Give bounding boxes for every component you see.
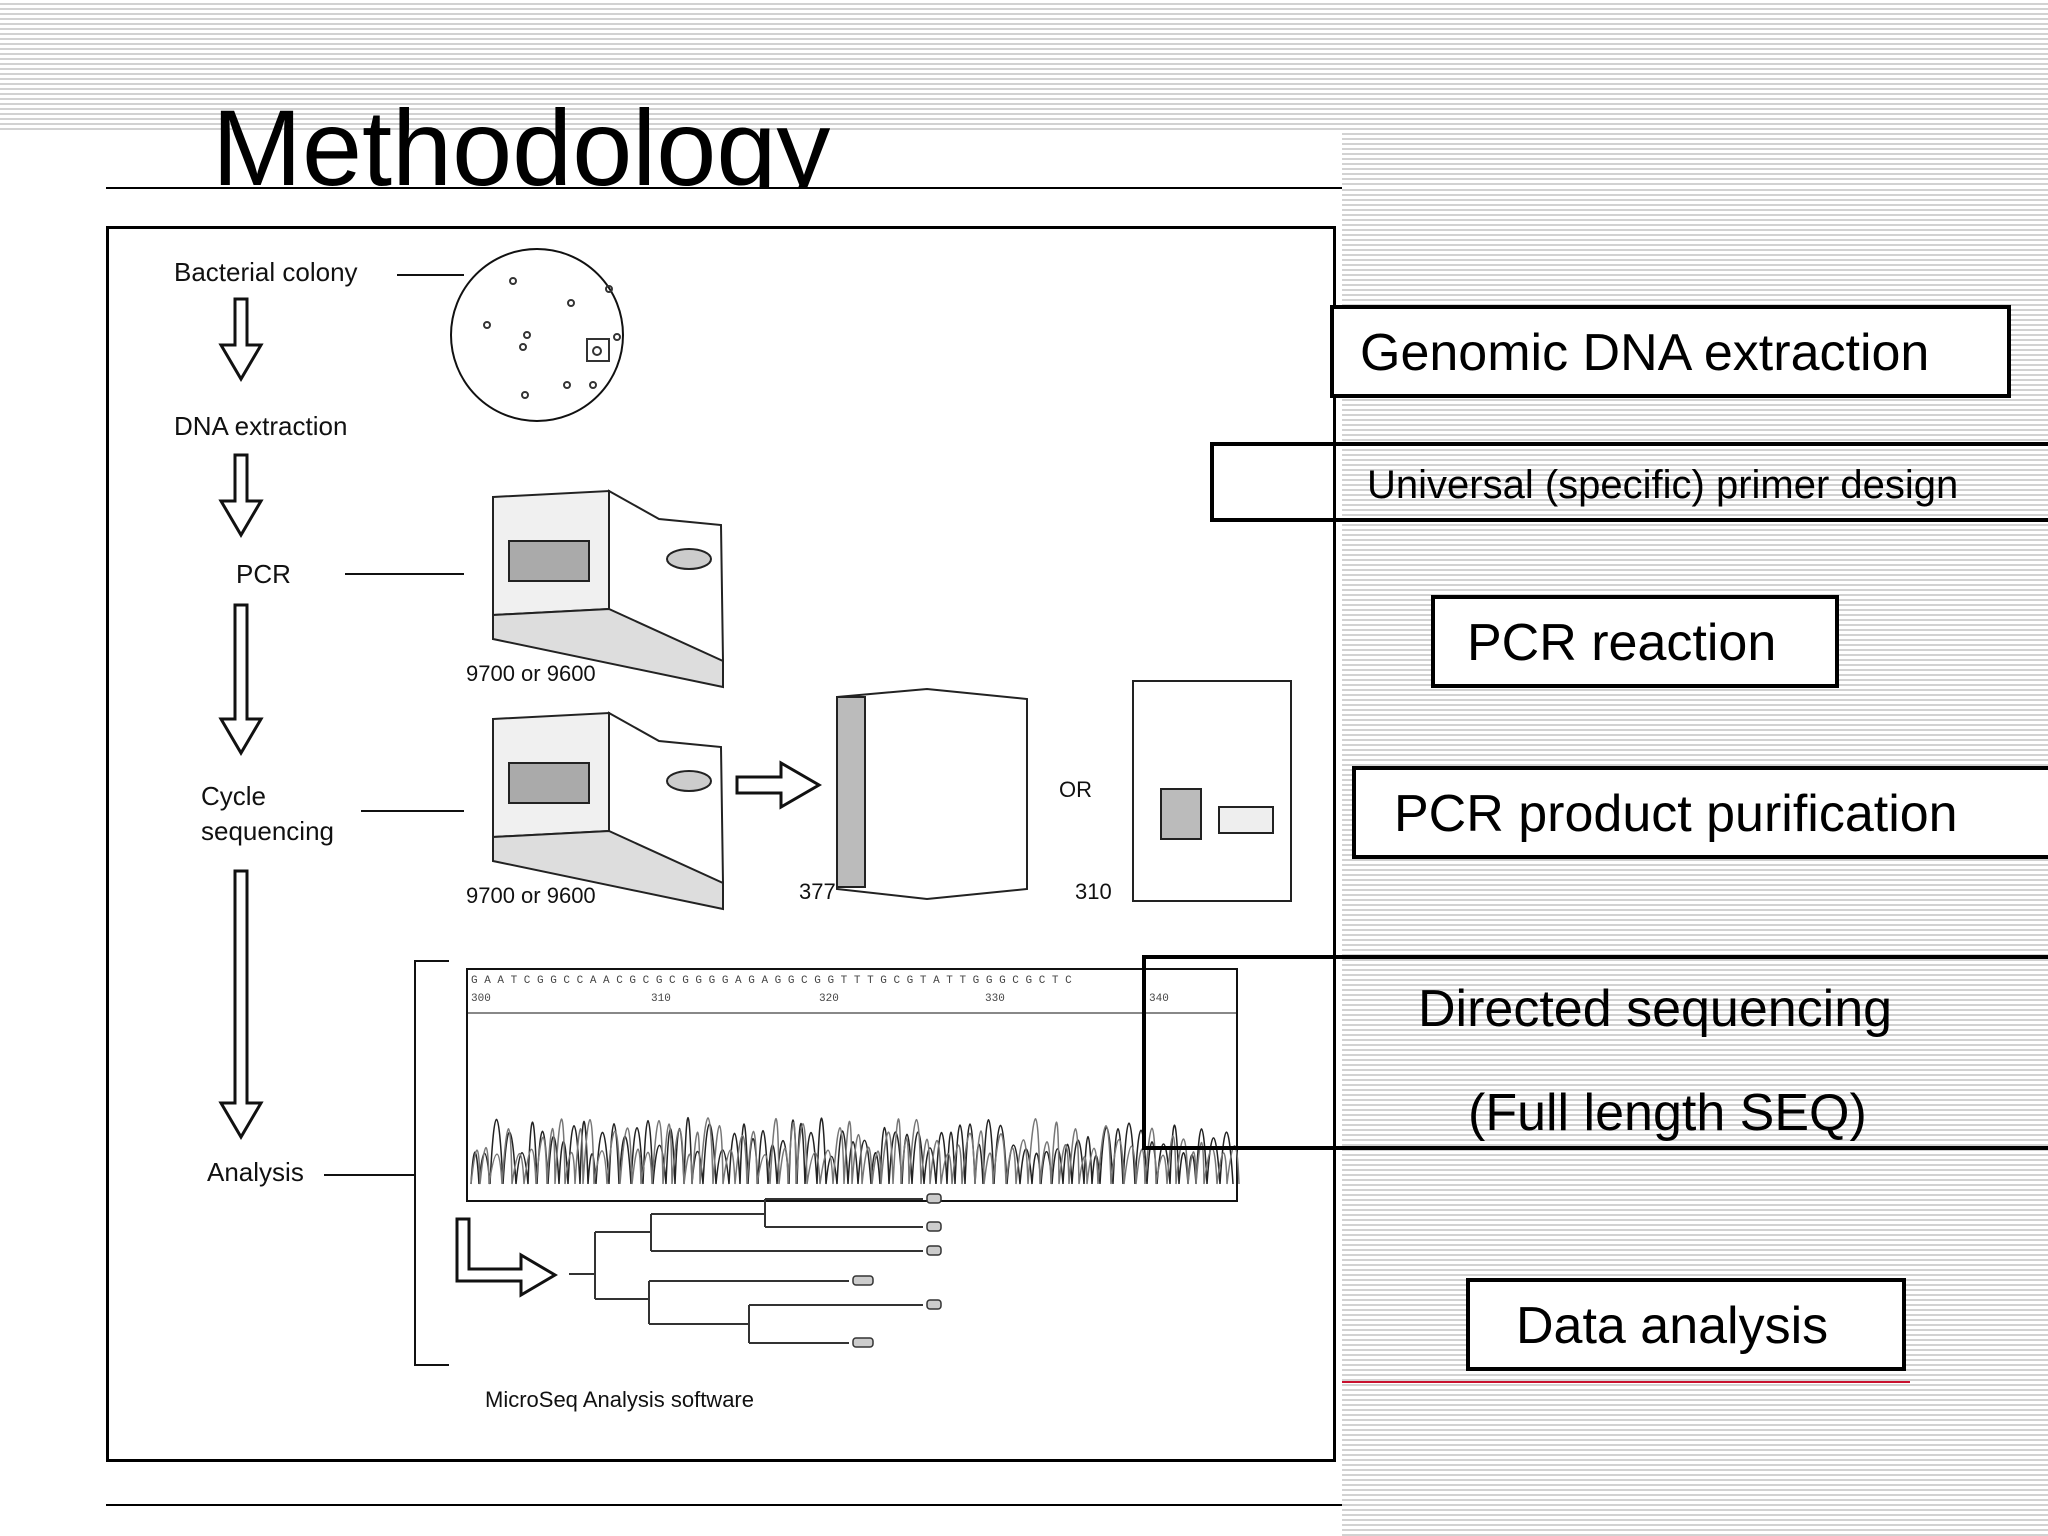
background-stripes-right xyxy=(1342,186,2048,1536)
thermocycler-label: 9700 or 9600 xyxy=(466,661,596,686)
thermocycler-label: 9700 or 9600 xyxy=(466,883,596,908)
seq-position-label: 300 xyxy=(471,993,491,1005)
analysis-bracket xyxy=(414,960,449,1366)
or-label: OR xyxy=(1059,777,1092,802)
seq-position-label: 310 xyxy=(651,993,671,1005)
title-panel xyxy=(0,130,1342,186)
step-label: Genomic DNA extraction xyxy=(1360,324,1930,382)
stage-cycle: Cycle xyxy=(201,781,266,811)
sequencer-310-label: 310 xyxy=(1075,879,1112,904)
step-pcr-product-purification: PCR product purification xyxy=(1352,766,2048,859)
step-pcr-reaction: PCR reaction xyxy=(1431,595,1839,688)
step-label: PCR product purification xyxy=(1394,785,1958,843)
stage-bacterial-colony: Bacterial colony xyxy=(174,257,358,287)
stage-analysis: Analysis xyxy=(207,1157,304,1187)
slide-title: Methodology xyxy=(212,88,831,188)
stage-pcr: PCR xyxy=(236,559,291,589)
sequencer-377-label: 377 xyxy=(799,879,836,904)
seq-position-label: 340 xyxy=(1149,993,1169,1005)
step-directed-sequencing: Directed sequencing (Full length SEQ) xyxy=(1142,955,2048,1150)
flow-arrows xyxy=(218,297,264,1140)
down-arrow-icon xyxy=(218,297,264,382)
methodology-diagram: Bacterial colony DNA extraction PCR Cycl… xyxy=(106,226,1336,1462)
title-divider xyxy=(106,187,1342,189)
down-arrow-icon xyxy=(218,603,264,756)
connector-lines xyxy=(324,274,464,1176)
phylogenetic-tree xyxy=(569,1193,942,1348)
stage-dna-extraction: DNA extraction xyxy=(174,411,347,441)
down-arrow-icon xyxy=(218,453,264,538)
petri-dish-icon xyxy=(450,248,624,422)
software-caption: MicroSeq Analysis software xyxy=(485,1387,754,1412)
stage-sequencing: sequencing xyxy=(201,816,334,846)
chromatogram: G A A T C G G C C A A C G C G C G G G G … xyxy=(466,968,1240,1202)
step-label: Directed sequencing xyxy=(1418,980,1893,1038)
thermocycler-icon xyxy=(492,711,725,911)
sequencer-310-icon xyxy=(1132,680,1292,902)
seq-position-label: 330 xyxy=(985,993,1005,1005)
accent-line xyxy=(1342,1381,1910,1383)
step-label: Data analysis xyxy=(1516,1297,1829,1355)
step-label: (Full length SEQ) xyxy=(1468,1084,1867,1142)
step-primer-design: Universal (specific) primer design xyxy=(1210,442,2048,522)
seq-position-label: 320 xyxy=(819,993,839,1005)
svg-text:G A A T C G G C C A A C G C G: G A A T C G G C C A A C G C G C G G G G … xyxy=(471,975,1072,987)
tree-arrow-icon xyxy=(455,1217,558,1298)
step-label: Universal (specific) primer design xyxy=(1367,463,1959,507)
down-arrow-icon xyxy=(218,869,264,1140)
right-arrow-icon xyxy=(735,760,822,810)
bottom-divider xyxy=(106,1504,1342,1506)
thermocycler-icon xyxy=(492,489,725,689)
sequencer-377-icon xyxy=(836,687,1028,901)
step-label: PCR reaction xyxy=(1467,614,1777,672)
step-data-analysis: Data analysis xyxy=(1466,1278,1906,1371)
step-genomic-dna-extraction: Genomic DNA extraction xyxy=(1330,305,2011,398)
